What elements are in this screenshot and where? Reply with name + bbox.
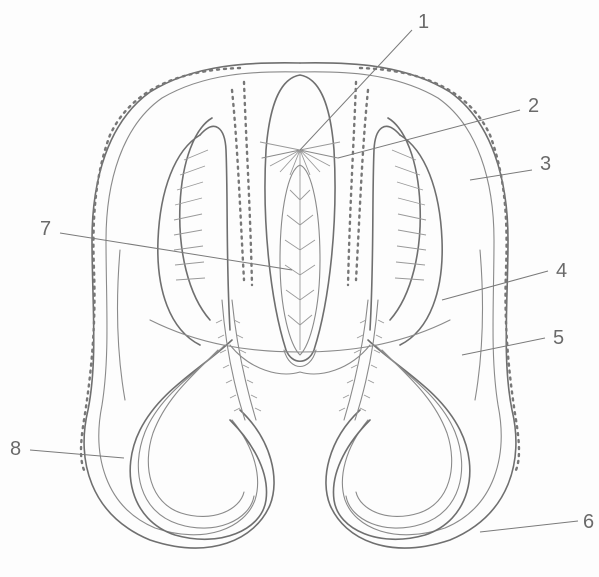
label-5: 5 [553, 327, 564, 349]
label-1: 1 [418, 11, 429, 33]
label-8: 8 [10, 438, 21, 460]
label-7: 7 [40, 218, 51, 240]
label-4: 4 [556, 260, 567, 282]
apical-organ [260, 142, 340, 176]
leader-4 [442, 271, 548, 300]
leader-1 [300, 30, 412, 150]
label-6: 6 [583, 511, 594, 533]
label-2: 2 [528, 95, 539, 117]
leader-lines [30, 30, 578, 532]
label-3: 3 [540, 153, 551, 175]
leader-5 [462, 338, 545, 355]
leader-8 [30, 450, 124, 458]
leader-6 [480, 521, 578, 532]
